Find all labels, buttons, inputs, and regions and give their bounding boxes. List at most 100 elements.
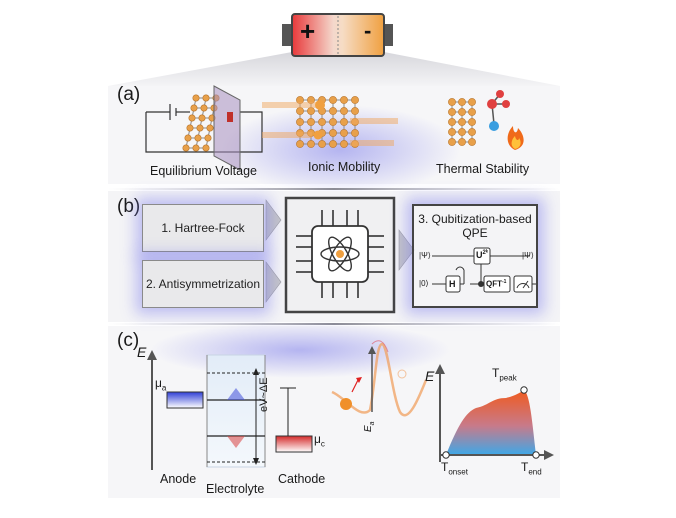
activation-energy-symbol: E <box>363 425 374 432</box>
battery-plus-sign: + <box>300 16 316 46</box>
caption-ionic-mobility: Ionic Mobility <box>308 160 381 174</box>
lattice-atom <box>182 144 190 152</box>
lattice-atom <box>184 134 192 142</box>
lattice-atom <box>458 128 466 136</box>
lattice-atom <box>340 129 348 137</box>
qft-gate-text: QFT <box>486 279 502 289</box>
t-end-sub: end <box>528 467 542 477</box>
step-qpe-title-line1: 3. Qubitization-based <box>418 212 532 226</box>
lattice-atom <box>329 96 337 104</box>
cathode-level <box>275 435 313 453</box>
separator-a-b <box>108 188 560 190</box>
t-onset-sub: onset <box>448 467 468 477</box>
qft-gate-exponent: -1 <box>502 279 507 285</box>
caption-equilibrium-voltage: Equilibrium Voltage <box>150 164 258 178</box>
lattice-atom <box>458 108 466 116</box>
energy-level-diagram <box>147 350 313 470</box>
h-gate-label: H <box>449 279 456 289</box>
lattice-atom <box>351 96 359 104</box>
step-antisymmetrization: 2. Antisymmetrization <box>142 260 264 308</box>
lattice-atom <box>468 128 476 136</box>
electrode-lattice <box>182 94 220 152</box>
ionic-lattice <box>296 96 359 148</box>
qpe-circuit <box>432 247 538 293</box>
u-gate-letter: U <box>476 250 483 260</box>
mu-anode-sub: a <box>161 383 167 393</box>
lattice-atom <box>468 138 476 146</box>
step-qpe-title-line2: QPE <box>462 226 488 240</box>
mu-anode-label: μa <box>155 376 166 392</box>
lattice-atom <box>192 144 200 152</box>
mu-cathode-label: μc <box>314 432 325 448</box>
lattice-atom <box>458 138 466 146</box>
lattice-atom <box>458 98 466 106</box>
u-gate <box>473 247 491 265</box>
gas-molecule-icon <box>487 90 510 131</box>
lattice-atom <box>196 124 204 132</box>
lattice-atom <box>186 124 194 132</box>
t-peak-symbol: T <box>492 366 500 380</box>
panel-a-tag: (a) <box>117 84 141 105</box>
energy-axis-label: E <box>137 344 147 360</box>
control-dot <box>478 281 484 287</box>
lattice-atom <box>296 107 304 115</box>
lattice-atom <box>318 118 326 126</box>
quantum-chip-icon <box>284 196 396 314</box>
lattice-atom <box>296 140 304 148</box>
lattice-atom <box>448 128 456 136</box>
step-hartree-fock-label: 1. Hartree-Fock <box>161 221 245 235</box>
caption-thermal-stability: Thermal Stability <box>436 162 530 176</box>
lattice-atom <box>448 118 456 126</box>
lattice-atom <box>448 138 456 146</box>
qft-gate-label: QFT-1 <box>486 279 506 289</box>
ket-psi-out: |Ψ⟩ <box>522 251 534 260</box>
lattice-atom <box>468 108 476 116</box>
electrode-plate <box>213 85 241 171</box>
lattice-atom <box>340 96 348 104</box>
panel-c-glow <box>150 322 450 378</box>
u-gate-exponent: 2ᵏ <box>482 250 488 256</box>
fire-icon <box>507 126 524 150</box>
lattice-atom <box>351 107 359 115</box>
lattice-atom <box>468 118 476 126</box>
t-end-symbol: T <box>521 460 529 474</box>
lattice-atom <box>188 114 196 122</box>
cathode-label: Cathode <box>278 472 326 486</box>
lattice-atom <box>307 107 315 115</box>
lattice-atom <box>448 98 456 106</box>
lattice-atom <box>202 94 210 102</box>
ionic-glow <box>220 105 460 195</box>
lattice-atom <box>329 107 337 115</box>
lattice-atom <box>307 140 315 148</box>
lattice-atom <box>200 104 208 112</box>
panel-c-tag: (c) <box>117 330 140 351</box>
lattice-atom <box>448 108 456 116</box>
thermal-lattice <box>448 98 476 146</box>
lattice-atom <box>204 134 212 142</box>
step-qpe-box: 3. Qubitization-based QPE <box>412 204 538 308</box>
activation-energy-sub: a <box>369 421 376 426</box>
mu-anode-symbol: μ <box>155 376 162 390</box>
mu-cathode-symbol: μ <box>314 432 321 446</box>
lattice-atom <box>198 114 206 122</box>
t-end-label: Tend <box>521 460 542 476</box>
lattice-atom <box>340 118 348 126</box>
t-onset-symbol: T <box>441 460 449 474</box>
flow-chevrons <box>265 199 415 303</box>
lattice-atom <box>329 129 337 137</box>
lattice-atom <box>192 94 200 102</box>
electrolyte-label: Electrolyte <box>206 482 265 496</box>
u-gate-label: U2ᵏ <box>476 250 488 260</box>
anode-label: Anode <box>160 472 197 486</box>
thermal-energy-axis-label: E <box>425 368 435 384</box>
ket-zero: |0⟩ <box>419 279 429 288</box>
voltage-gap-label: eV~ΔE <box>258 377 270 412</box>
t-peak-sub: peak <box>499 373 517 383</box>
step-hartree-fock: 1. Hartree-Fock <box>142 204 264 252</box>
lattice-atom <box>340 107 348 115</box>
lattice-atom <box>296 118 304 126</box>
t-peak-label: Tpeak <box>492 366 517 382</box>
lattice-atom <box>318 140 326 148</box>
